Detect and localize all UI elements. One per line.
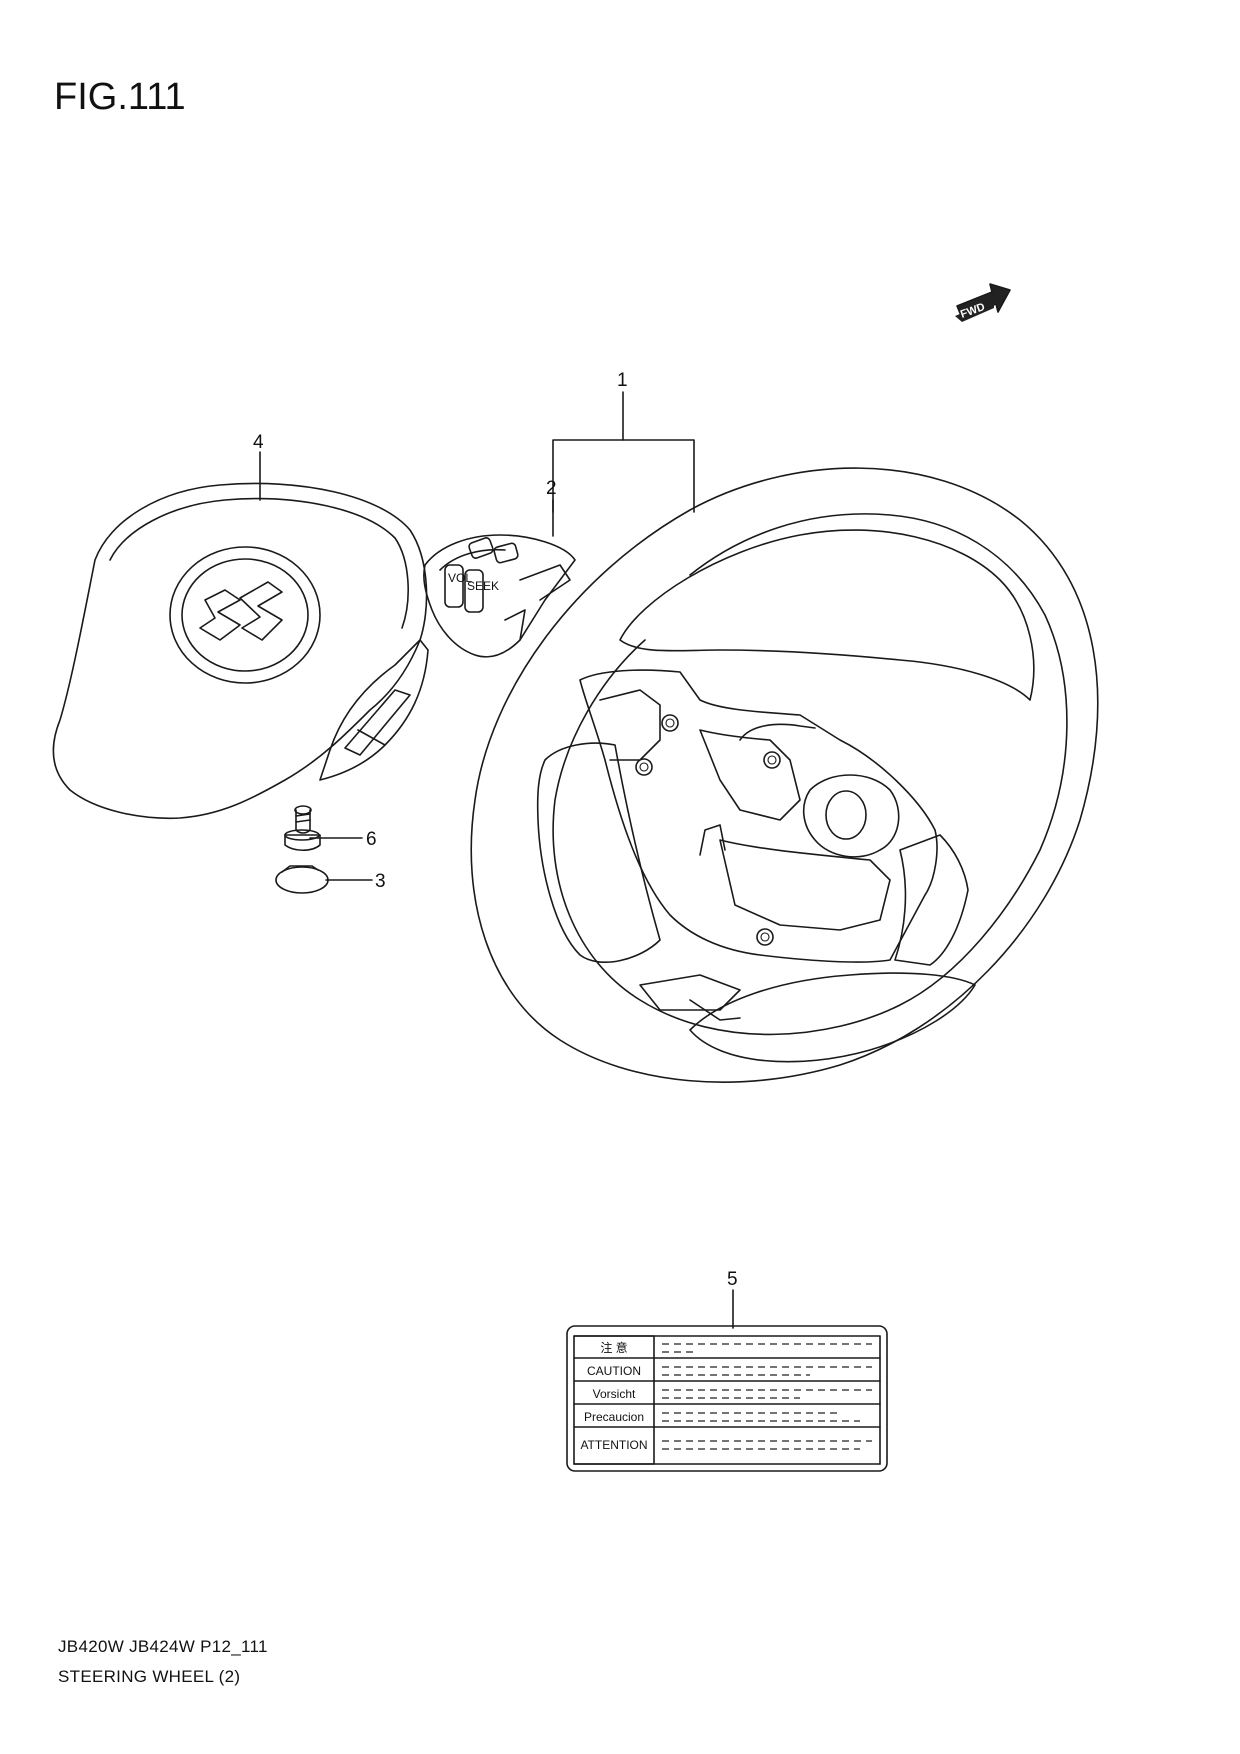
label-row-0: 注 意 xyxy=(600,1340,627,1355)
label-row-1: CAUTION xyxy=(587,1364,641,1378)
footer-model-code: JB420W JB424W P12_111 xyxy=(58,1637,268,1656)
label-row-2: Vorsicht xyxy=(593,1387,636,1401)
steering-switch-assembly: VOL SEEK xyxy=(423,534,576,658)
bolt xyxy=(284,805,321,852)
callout-2: 2 xyxy=(546,478,557,499)
footer-description: STEERING WHEEL (2) xyxy=(58,1667,241,1686)
steering-wheel xyxy=(470,467,1099,1083)
callout-3: 3 xyxy=(375,871,386,892)
caution-label-sheet: 注 意 CAUTION Vorsicht Precaucion ATTENTIO… xyxy=(566,1325,888,1472)
callout-4: 4 xyxy=(253,432,264,453)
cap xyxy=(275,865,329,894)
vol-label: VOL xyxy=(448,571,472,585)
airbag-module xyxy=(52,482,429,820)
figure-title: FIG.111 xyxy=(54,76,186,118)
leader-lines xyxy=(259,391,734,1329)
callout-5: 5 xyxy=(727,1269,738,1290)
callout-1: 1 xyxy=(617,370,628,391)
seek-label: SEEK xyxy=(467,579,499,593)
label-row-3: Precaucion xyxy=(584,1410,644,1424)
label-row-4: ATTENTION xyxy=(580,1438,647,1452)
fwd-arrow-icon: FWD xyxy=(955,283,1011,322)
callout-6: 6 xyxy=(366,829,377,850)
